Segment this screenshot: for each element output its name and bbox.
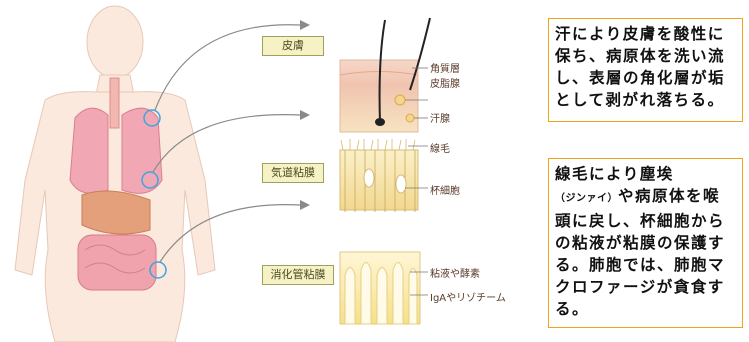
callout-sebaceous-gland: 皮脂腺 (430, 75, 460, 90)
callout-cilia: 線毛 (430, 140, 450, 155)
callout-iga-lysozyme: IgAやリゾチーム (430, 289, 506, 304)
airway-note-part-a: 線毛により塵埃 (555, 165, 674, 183)
callout-sweat-gland: 汗腺 (430, 110, 450, 125)
callout-stratum-corneum: 角質層 (430, 60, 460, 75)
human-body-figure (15, 6, 215, 342)
digestive-mucosa-cross-section (340, 252, 420, 324)
skin-cross-section (340, 18, 430, 132)
airway-label: 気道粘膜 (262, 163, 324, 183)
callout-mucus-enzymes: 粘液や酵素 (430, 265, 480, 280)
airway-note-reading: （ジンァイ） (555, 193, 618, 204)
airway-mucosa-cross-section (340, 139, 418, 212)
digestive-label: 消化管粘膜 (262, 265, 334, 285)
skin-explanation-note: 汗により皮膚を酸性に保ち、病原体を洗い流し、表層の角化層が垢として剥がれ落ちる。 (548, 18, 743, 122)
airway-note-part-b: や病原体を喉頭に戻し、杯細胞からの粘液が粘膜の保護する。肺胞では、肺胞マクロファ… (555, 187, 725, 318)
airway-explanation-note: 線毛により塵埃 （ジンァイ）や病原体を喉頭に戻し、杯細胞からの粘液が粘膜の保護する… (548, 158, 743, 328)
skin-label: 皮膚 (262, 36, 324, 56)
callout-goblet-cell: 杯細胞 (430, 182, 460, 197)
